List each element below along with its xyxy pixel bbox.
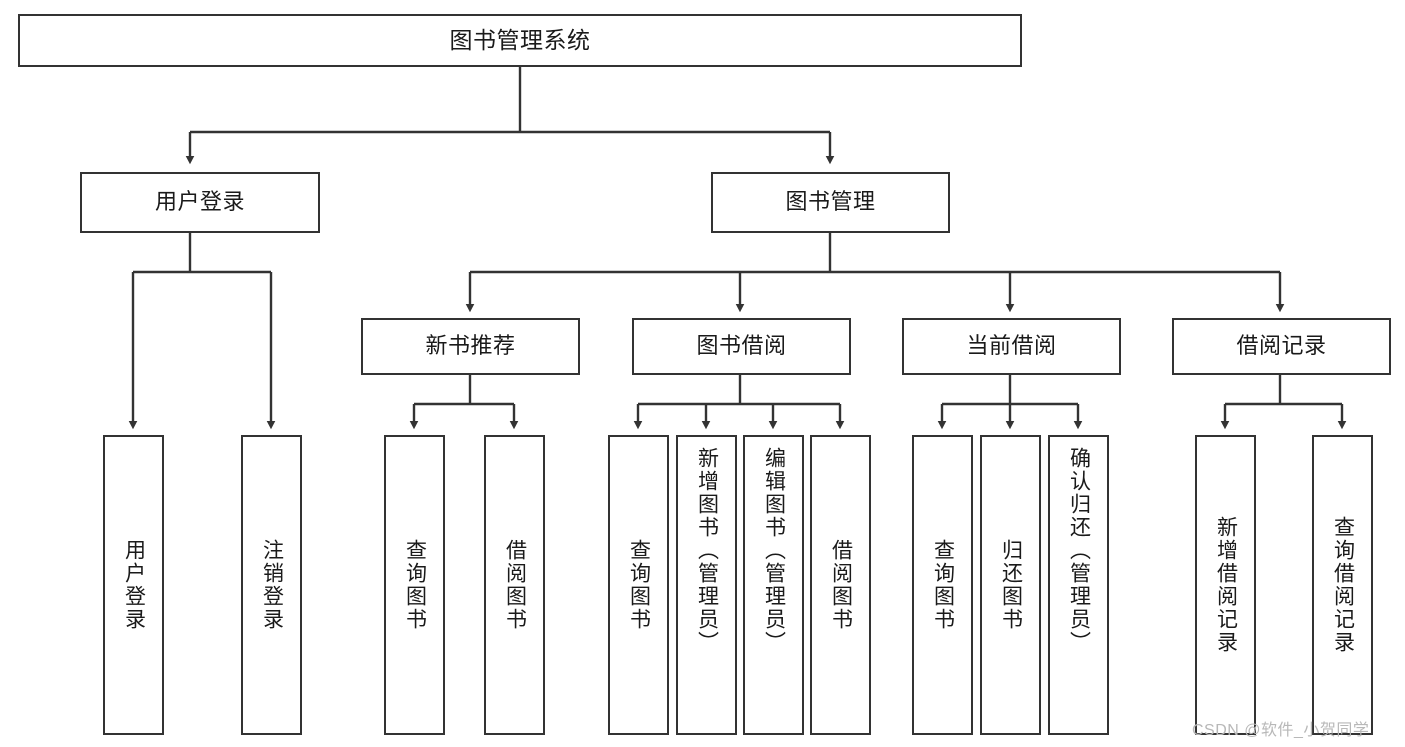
node-label: 图书借阅 (696, 333, 787, 359)
node-new-book-recommend[interactable]: 新书推荐 (361, 318, 580, 375)
leaf-book-borrow-query-book[interactable]: 查询图书 (608, 435, 669, 735)
node-label: 查询图书 (627, 539, 651, 631)
leaf-current-borrow-return-book[interactable]: 归还图书 (980, 435, 1041, 735)
leaf-user-login-login[interactable]: 用户登录 (103, 435, 164, 735)
leaf-book-borrow-add-book-admin[interactable]: 新增图书（管理员） (676, 435, 737, 735)
leaf-current-borrow-query-book[interactable]: 查询图书 (912, 435, 973, 735)
leaf-new-book-borrow-book[interactable]: 借阅图书 (484, 435, 545, 735)
node-root-book-management-system[interactable]: 图书管理系统 (18, 14, 1022, 67)
node-label: 新增图书（管理员） (695, 447, 719, 654)
node-label: 归还图书 (999, 539, 1023, 631)
node-current-borrow[interactable]: 当前借阅 (902, 318, 1121, 375)
node-label: 编辑图书（管理员） (762, 447, 786, 654)
leaf-book-borrow-borrow-book[interactable]: 借阅图书 (810, 435, 871, 735)
node-label: 借阅记录 (1236, 333, 1327, 359)
node-label: 新书推荐 (425, 333, 516, 359)
leaf-borrow-record-query-record[interactable]: 查询借阅记录 (1312, 435, 1373, 735)
leaf-new-book-query-book[interactable]: 查询图书 (384, 435, 445, 735)
node-label: 新增借阅记录 (1214, 516, 1238, 654)
node-label: 当前借阅 (966, 333, 1057, 359)
node-label: 查询图书 (403, 539, 427, 631)
node-label: 确认归还（管理员） (1067, 447, 1091, 654)
node-label: 用户登录 (154, 189, 245, 215)
node-book-management[interactable]: 图书管理 (711, 172, 950, 233)
node-borrow-record[interactable]: 借阅记录 (1172, 318, 1391, 375)
node-label: 查询图书 (931, 539, 955, 631)
node-label: 图书管理系统 (449, 26, 591, 53)
leaf-book-borrow-edit-book-admin[interactable]: 编辑图书（管理员） (743, 435, 804, 735)
node-label: 查询借阅记录 (1331, 516, 1355, 654)
leaf-user-login-logout[interactable]: 注销登录 (241, 435, 302, 735)
node-label: 图书管理 (785, 189, 876, 215)
node-label: 借阅图书 (503, 539, 527, 631)
node-user-login[interactable]: 用户登录 (80, 172, 320, 233)
leaf-current-borrow-confirm-return-admin[interactable]: 确认归还（管理员） (1048, 435, 1109, 735)
node-label: 用户登录 (122, 539, 146, 631)
leaf-borrow-record-add-record[interactable]: 新增借阅记录 (1195, 435, 1256, 735)
node-book-borrow[interactable]: 图书借阅 (632, 318, 851, 375)
node-label: 注销登录 (260, 539, 284, 631)
node-label: 借阅图书 (829, 539, 853, 631)
csdn-watermark: CSDN @软件_小贺同学 (1192, 722, 1370, 739)
